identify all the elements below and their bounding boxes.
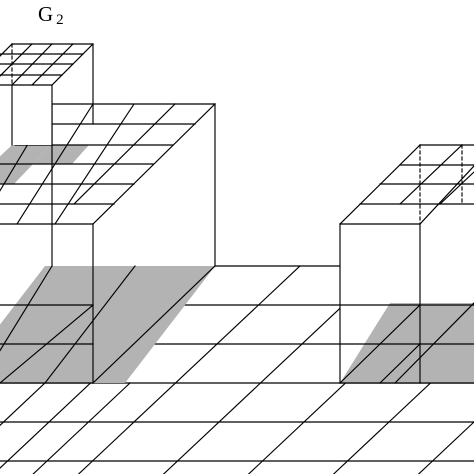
ground-oblique-line xyxy=(77,265,301,474)
ground-oblique-line xyxy=(417,421,474,474)
right-block xyxy=(339,144,474,384)
small-block-g2 xyxy=(0,43,94,146)
ground-oblique-line xyxy=(0,382,46,427)
label-main: G xyxy=(38,2,54,26)
large-block xyxy=(0,103,216,384)
ground-oblique-line xyxy=(32,382,131,474)
top-shade-a xyxy=(0,145,50,164)
top-shade-c xyxy=(0,164,33,184)
label-subscript: 2 xyxy=(56,12,64,28)
